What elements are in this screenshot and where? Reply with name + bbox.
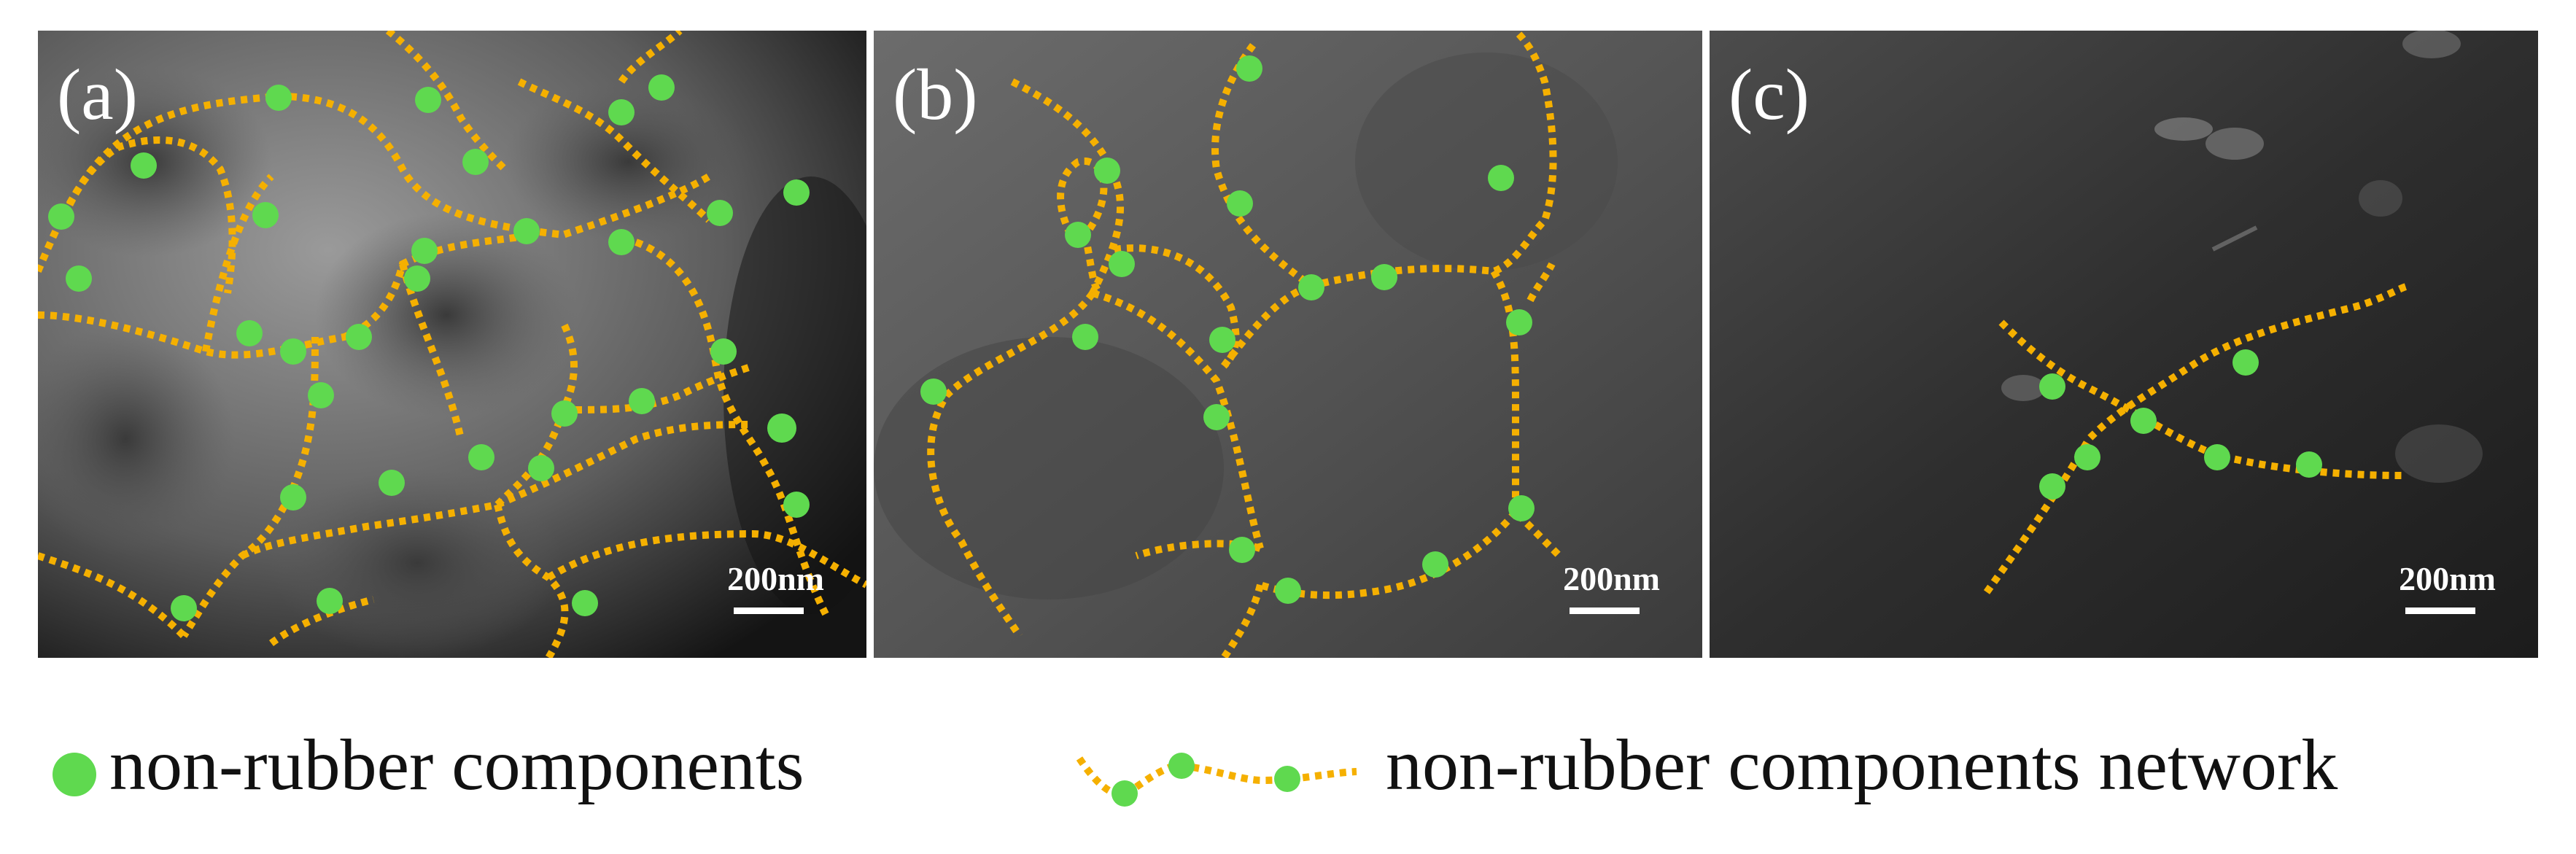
micrograph-panel-a: (a) 200nm xyxy=(38,31,866,658)
micrograph-panel-c: (c) 200nm xyxy=(1710,31,2538,658)
network-nodes-a xyxy=(48,74,810,621)
network-nodes-c xyxy=(2039,349,2322,500)
scale-label-b: 200nm xyxy=(1563,560,1660,597)
legend-node-label: non-rubber components xyxy=(109,724,804,805)
panel-label-b: (b) xyxy=(893,54,978,135)
legend: non-rubber components non-rubber compone… xyxy=(0,715,2576,817)
legend-network-label: non-rubber components network xyxy=(1386,724,2338,805)
scale-bar-a xyxy=(734,607,804,614)
panel-label-a: (a) xyxy=(57,54,138,135)
legend-network-icon xyxy=(1076,753,1357,807)
network-nodes-b xyxy=(920,55,1535,604)
micrograph-a-image xyxy=(38,31,866,658)
micrograph-b-image xyxy=(874,31,1702,658)
scale-bar-b xyxy=(1570,607,1640,614)
scale-label-a: 200nm xyxy=(727,560,824,597)
micrograph-panel-b: (b) 200nm xyxy=(874,31,1702,658)
scale-bar-c xyxy=(2405,607,2475,614)
legend-node-icon xyxy=(53,753,96,796)
scale-label-c: 200nm xyxy=(2399,560,2496,597)
micrograph-c-image xyxy=(1710,31,2538,658)
panel-label-c: (c) xyxy=(1729,54,1809,135)
